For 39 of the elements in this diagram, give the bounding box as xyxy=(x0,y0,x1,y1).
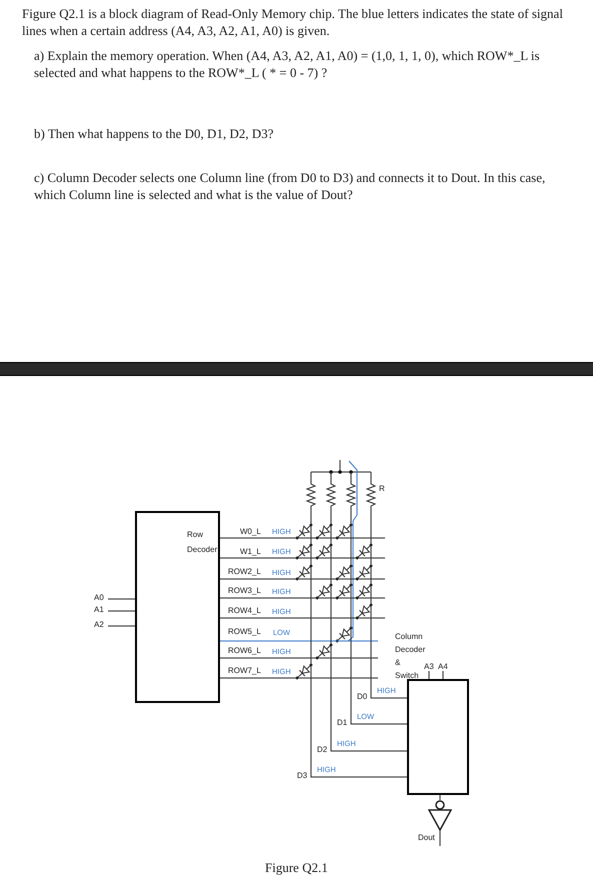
question-text: a) Explain the memory operation. When (A4, A3, A2, A1, A0) = (1,0, 1, 1, 0), which ROW*_L is selected and what happens to the ROW*_L ( * = 0 - 7) ? xyxy=(34,47,541,81)
signal-name: D1 xyxy=(337,718,348,728)
signal-name: ROW3_L xyxy=(228,586,261,596)
signal-name: ROW7_L xyxy=(228,666,261,676)
signal-name: A0 xyxy=(94,593,104,603)
component-label: R xyxy=(379,484,385,494)
block-label: Row Decoder xyxy=(187,529,218,556)
signal-name: W0_L xyxy=(240,527,261,537)
signal-name: D0 xyxy=(357,692,368,702)
question-text: c) Column Decoder selects one Column line (from D0 to D3) and connects it to Dout. In this case, which Column line is selected and what is the value of Dout? xyxy=(34,169,546,203)
question-text: Figure Q2.1 is a block diagram of Read-Only Memory chip. The blue letters indicates the state of signal lines when a certain address (A4, A3, A2, A1, A0) is given. xyxy=(22,5,564,39)
signal-name: A4 xyxy=(438,662,448,672)
signal-line xyxy=(428,670,430,680)
signal-name: W1_L xyxy=(240,547,261,557)
signal-line xyxy=(310,510,408,778)
inverter-symbol xyxy=(428,800,452,831)
signal-line xyxy=(108,610,136,612)
signal-name: D2 xyxy=(317,745,328,755)
signal-name: Dout xyxy=(418,833,435,843)
figure-caption: Figure Q2.1 xyxy=(265,860,328,876)
block-label: Column Decoder & Switch xyxy=(395,631,426,682)
divider-bar xyxy=(0,362,593,376)
signal-name: ROW5_L xyxy=(228,627,261,637)
signal-name: D3 xyxy=(297,771,308,781)
signal-name: ROW4_L xyxy=(228,606,261,616)
signal-name: ROW6_L xyxy=(228,646,261,656)
signal-line xyxy=(220,640,378,642)
signal-name: A2 xyxy=(94,620,104,630)
signal-line xyxy=(442,670,444,680)
signal-line xyxy=(370,510,408,698)
signal-name: A3 xyxy=(424,662,434,672)
signal-name: ROW2_L xyxy=(228,567,261,577)
signal-line xyxy=(108,598,136,600)
decoder-block xyxy=(135,511,220,703)
signal-line xyxy=(330,510,408,752)
question-text: b) Then what happens to the D0, D1, D2, D3? xyxy=(34,125,274,142)
signal-line xyxy=(220,578,386,580)
signal-name: A1 xyxy=(94,605,104,615)
signal-line xyxy=(350,510,408,724)
